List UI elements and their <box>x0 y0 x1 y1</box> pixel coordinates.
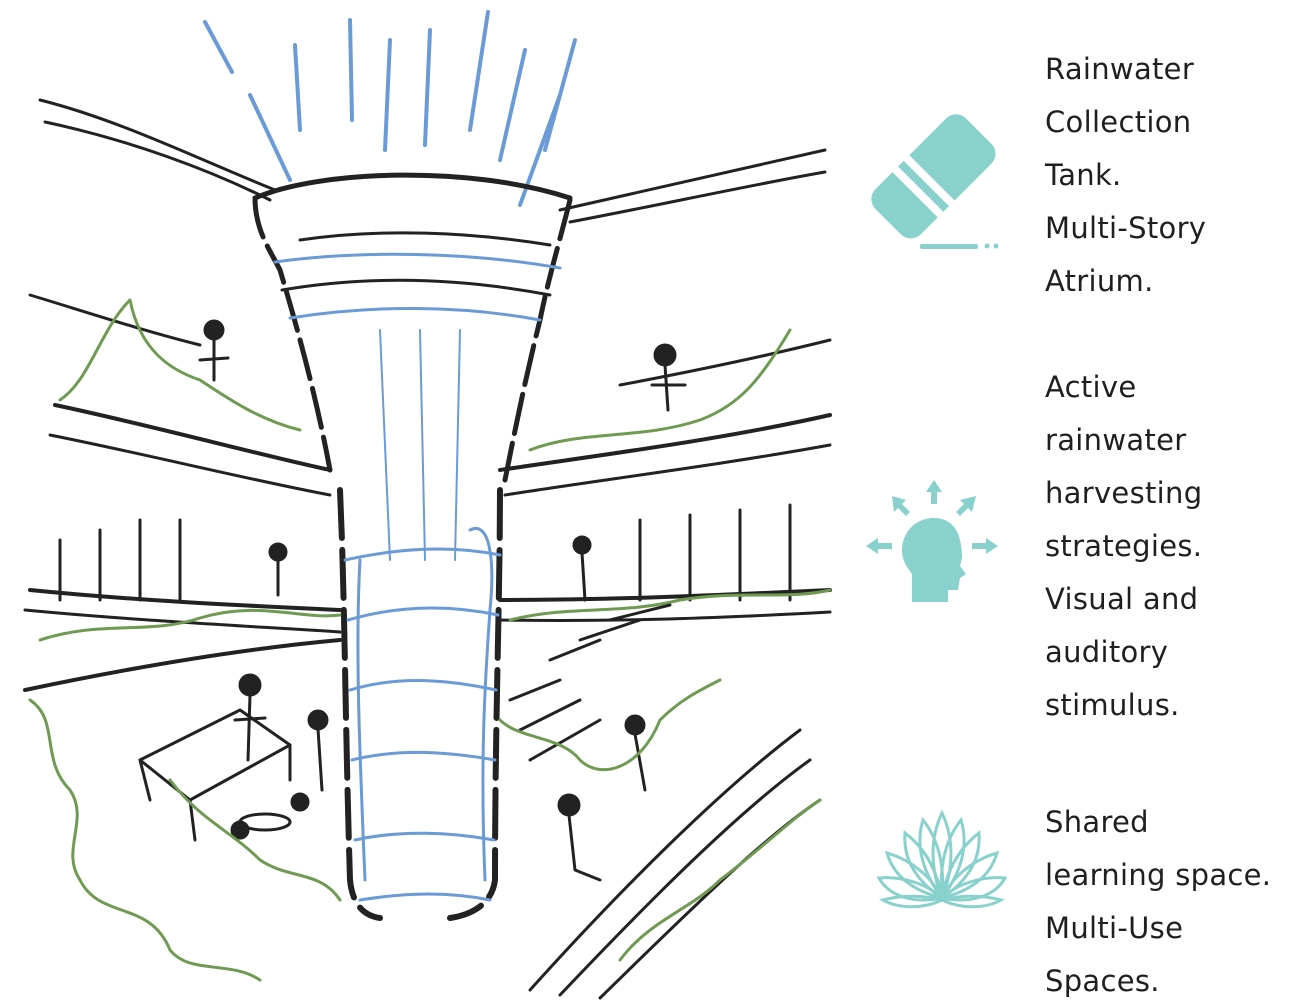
legend-2-line-4: strategies. <box>1045 529 1203 563</box>
legend-2-line-6: auditory <box>1045 635 1169 669</box>
legend-2-line-3: harvesting <box>1045 476 1203 510</box>
legend-text-3: Shared learning space. Multi-Use Spaces. <box>1045 796 1271 1008</box>
legend-text-2: Active rainwater harvesting strategies. … <box>1045 361 1202 732</box>
atrium-sketch <box>23 10 832 1000</box>
legend-1-line-4: Multi-Story <box>1045 211 1207 245</box>
legend-1-line-2: Collection <box>1045 105 1192 139</box>
lotus-icon <box>876 809 1008 909</box>
legend-2-line-7: stimulus. <box>1045 688 1180 722</box>
legend-2-line-2: rainwater <box>1045 423 1187 457</box>
table <box>138 708 292 842</box>
legend-1-line-3: Tank. <box>1045 158 1122 192</box>
lightbulb-head-icon <box>866 480 998 602</box>
legend-3-line-2: learning space. <box>1045 858 1272 892</box>
middle-balcony <box>23 503 832 692</box>
roof-lines <box>38 98 827 224</box>
tank-column <box>337 329 503 921</box>
eraser-icon <box>871 114 999 249</box>
legend-1-line-5: Atrium. <box>1045 264 1154 298</box>
legend-3-line-3: Multi-Use <box>1045 911 1184 945</box>
tank-funnel <box>252 172 573 483</box>
legend-text-1: Rainwater Collection Tank. Multi-Story A… <box>1045 43 1206 308</box>
people-figures <box>198 319 687 882</box>
legend-3-line-4: Spaces. <box>1045 964 1160 998</box>
ground-plants <box>28 678 822 982</box>
legend-1-line-1: Rainwater <box>1045 52 1195 86</box>
upper-balcony <box>28 293 832 497</box>
legend-3-line-1: Shared <box>1045 805 1149 839</box>
legend-2-line-1: Active <box>1045 370 1137 404</box>
legend-2-line-5: Visual and <box>1045 582 1199 616</box>
stairs <box>508 603 672 762</box>
